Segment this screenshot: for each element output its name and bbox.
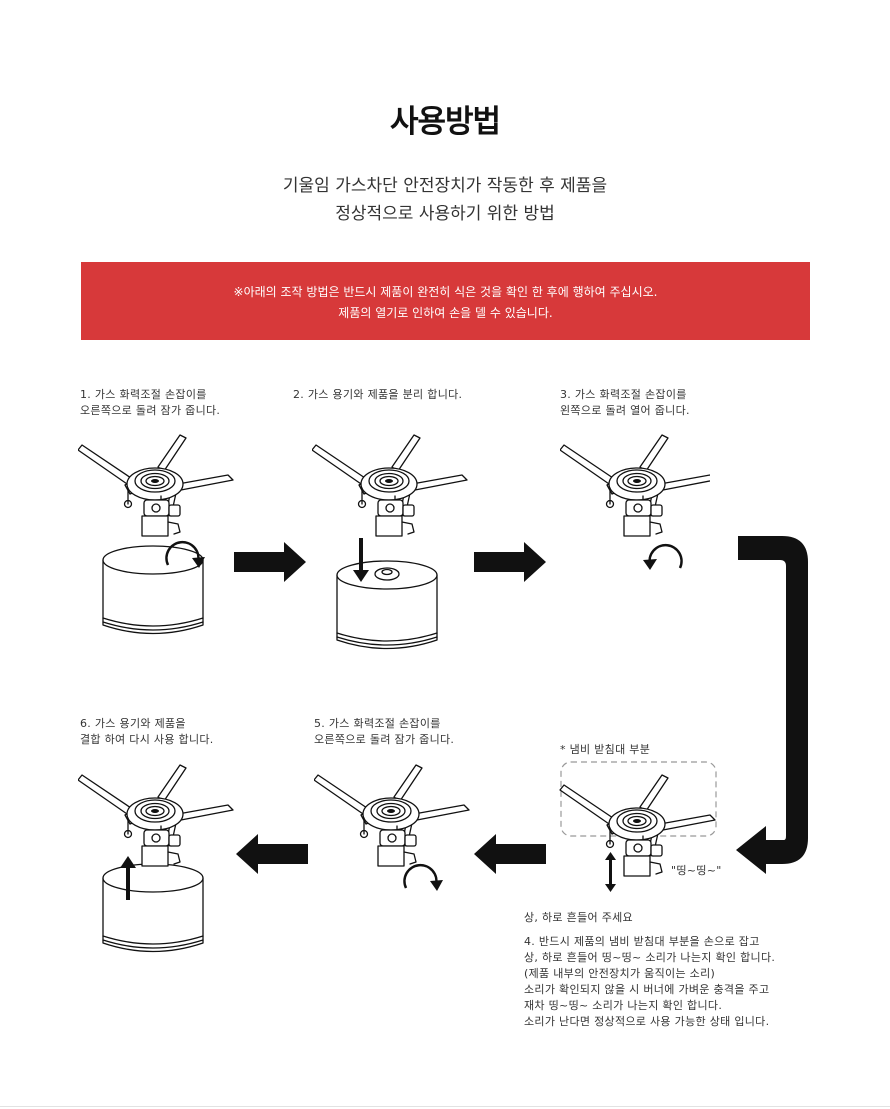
- step-2-text: 2. 가스 용기와 제품을 분리 합니다.: [293, 388, 463, 401]
- rotate-counterclockwise-icon: [648, 543, 683, 569]
- stove-icon: [314, 764, 470, 867]
- stove-icon: [78, 434, 234, 537]
- step-1-figure: [78, 434, 234, 635]
- arrow-down-icon: [353, 538, 369, 582]
- gas-canister-icon: [102, 863, 204, 953]
- gas-canister-icon: [102, 545, 204, 635]
- arrow-left-icon: [236, 834, 308, 874]
- page-bottom-divider: [0, 1106, 890, 1107]
- pot-support-label: * 냄비 받침대 부분: [560, 743, 651, 756]
- subtitle-line-2: 정상적으로 사용하기 위한 방법: [335, 204, 555, 224]
- step-3-figure: [560, 434, 710, 570]
- safety-notice-banner: ※아래의 조작 방법은 반드시 제품이 완전히 식은 것을 확인 한 후에 행하…: [81, 262, 810, 340]
- arrow-left-icon: [474, 834, 546, 874]
- arrow-up-icon: [120, 856, 136, 900]
- stove-icon: [78, 764, 234, 867]
- step-6-figure: [78, 764, 234, 953]
- page-title: 사용방법: [389, 104, 501, 140]
- subtitle-line-1: 기울임 가스차단 안전장치가 작동한 후 제품을: [282, 176, 608, 196]
- ding-sound-label: "띵~띵~": [671, 864, 722, 877]
- rotate-clockwise-icon: [165, 540, 200, 566]
- step-5-text: 5. 가스 화력조절 손잡이를 오른쪽으로 돌려 잠가 줍니다.: [314, 717, 455, 746]
- stove-icon: [312, 434, 468, 537]
- rotate-clockwise-icon: [403, 863, 438, 889]
- arrow-up-down-icon: [605, 852, 616, 892]
- step-6-text: 6. 가스 용기와 제품을 결합 하여 다시 사용 합니다.: [80, 717, 214, 746]
- step-4-text: 4. 반드시 제품의 냄비 받침대 부분을 손으로 잡고 상, 하로 흔들어 띵…: [524, 935, 776, 1028]
- step-2-figure: [312, 434, 468, 650]
- step-1-text: 1. 가스 화력조절 손잡이를 오른쪽으로 돌려 잠가 줍니다.: [80, 388, 221, 417]
- arrow-right-icon: [474, 542, 546, 582]
- arrow-right-icon: [234, 542, 306, 582]
- stove-icon: [559, 774, 716, 877]
- stove-icon: [560, 434, 710, 537]
- u-turn-arrow-icon: [736, 536, 808, 874]
- step-3-text: 3. 가스 화력조절 손잡이를 왼쪽으로 돌려 열어 줍니다.: [560, 388, 690, 417]
- page-subtitle: 기울임 가스차단 안전장치가 작동한 후 제품을 정상적으로 사용하기 위한 방…: [0, 172, 890, 228]
- step-4-figure: [559, 761, 717, 892]
- shake-instruction: 상, 하로 흔들어 주세요: [524, 911, 633, 924]
- step-5-figure: [314, 764, 470, 891]
- notice-line-2: 제품의 열기로 인하여 손을 델 수 있습니다.: [338, 306, 553, 320]
- notice-line-1: ※아래의 조작 방법은 반드시 제품이 완전히 식은 것을 확인 한 후에 행하…: [233, 285, 658, 299]
